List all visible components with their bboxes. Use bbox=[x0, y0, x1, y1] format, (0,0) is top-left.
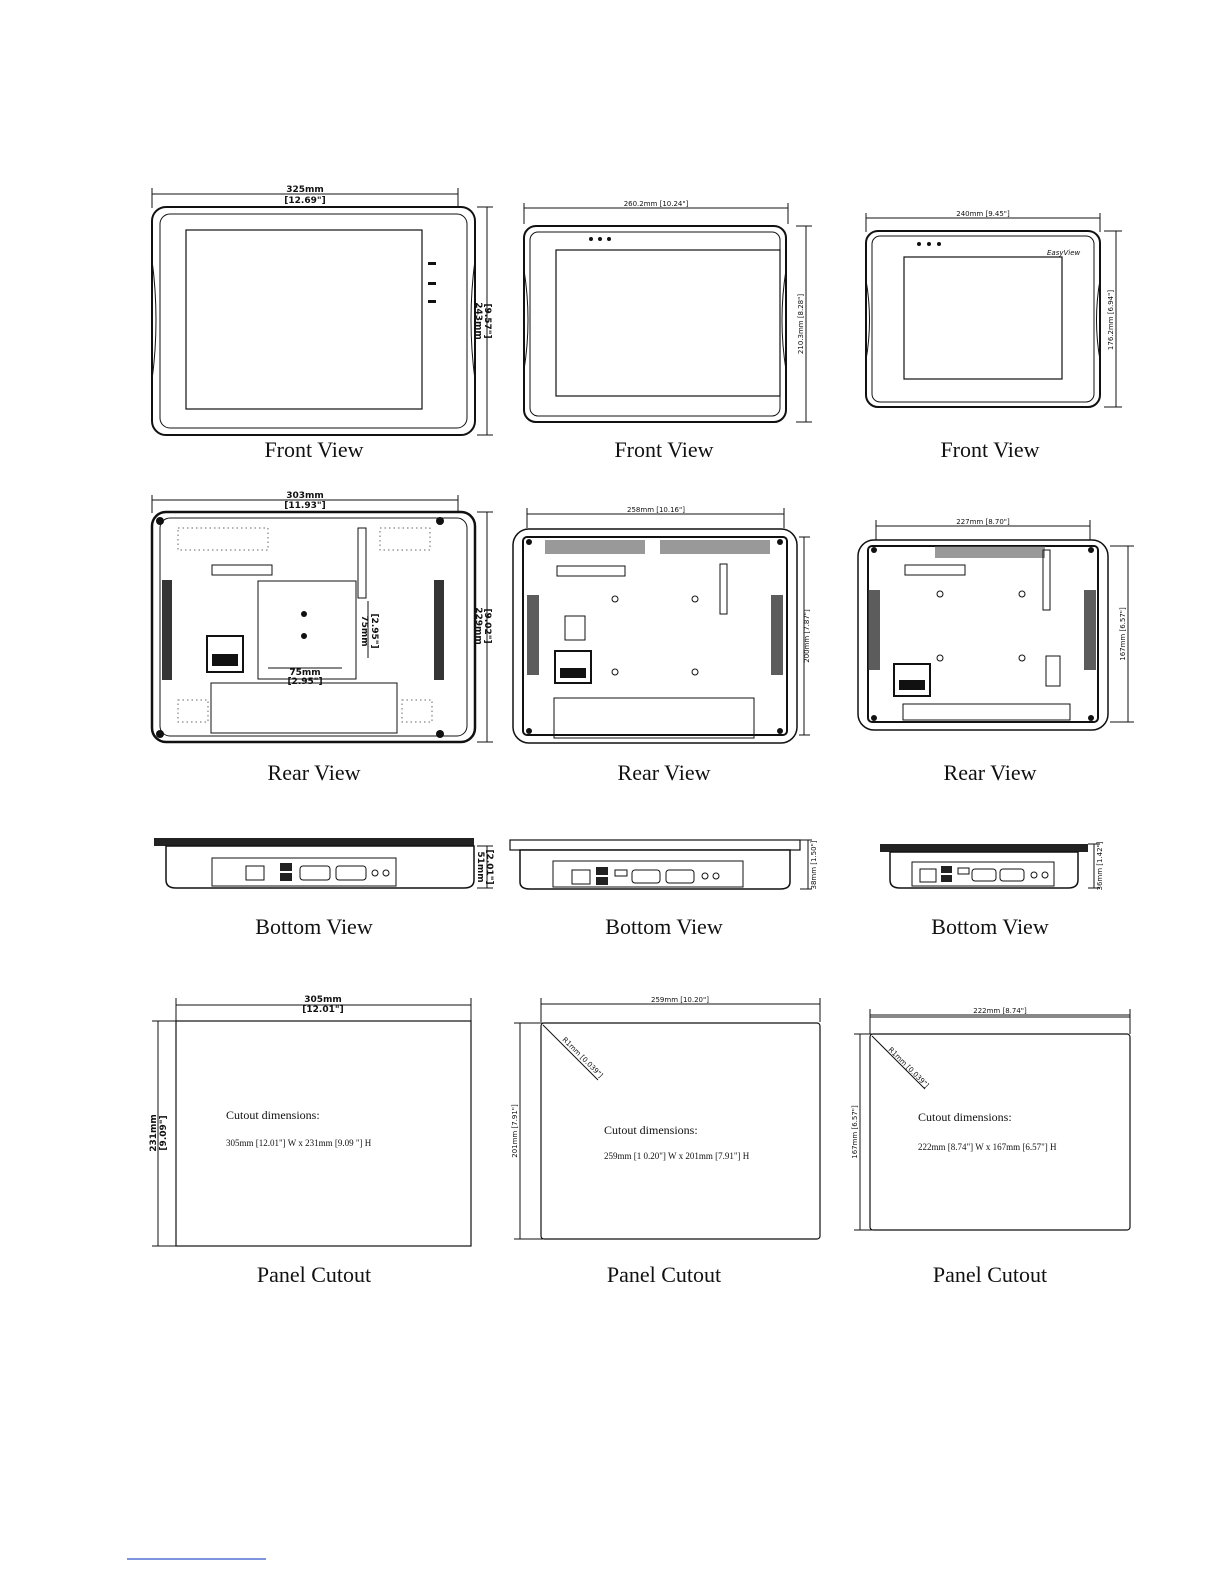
front-width-label: 260.2mm [10.24"] bbox=[624, 200, 689, 208]
cutout-width-label: 305mm bbox=[304, 995, 342, 1005]
front-width-label: 240mm [9.45"] bbox=[956, 210, 1010, 218]
vesa-vertical-label: 75mm bbox=[359, 615, 369, 646]
bottom-depth-label: 38mm [1.50"] bbox=[810, 840, 818, 889]
bottom-view-medium: 38mm [1.50"] Bottom View bbox=[509, 839, 818, 939]
cutout-dimensions-text: 259mm [1 0.20"] W x 201mm [7.91"] H bbox=[604, 1151, 750, 1161]
cutout-width-label: 259mm [10.20"] bbox=[651, 996, 709, 1004]
panel-cutout-caption: Panel Cutout bbox=[257, 1262, 371, 1287]
bottom-view-caption: Bottom View bbox=[931, 914, 1049, 939]
front-width-inch-label: [12.69"] bbox=[284, 196, 325, 206]
cutout-width-inch-label: [12.01"] bbox=[302, 1005, 343, 1015]
cutout-height-label: 231mm bbox=[149, 1114, 159, 1152]
rear-view-caption: Rear View bbox=[618, 760, 711, 785]
cutout-height-inch-label: [9.09"] bbox=[159, 1115, 169, 1150]
rear-view-caption: Rear View bbox=[944, 760, 1037, 785]
front-view-large: 325mm [12.69"] 243mm [9.57"] Front View bbox=[151, 185, 493, 462]
vent-slots-left bbox=[162, 580, 444, 680]
front-height-inch-label: [9.57"] bbox=[482, 303, 492, 338]
rear-height-label: 167mm [6.57"] bbox=[1119, 607, 1127, 661]
front-height-label: 176.2mm [6.94"] bbox=[1107, 290, 1115, 350]
cutout-width-label: 222mm [8.74"] bbox=[973, 1007, 1027, 1015]
rear-view-large: 303mm [11.93"] 75mm [2.95"] 75mm [2.95 bbox=[150, 491, 493, 785]
cutout-dimensions-text: 222mm [8.74"] W x 167mm [6.57"] H bbox=[918, 1142, 1057, 1152]
panel-cutout-large: 305mm [12.01"] 231mm [9.09"] Cutout dime… bbox=[149, 995, 472, 1287]
cutout-height-label: 201mm [7.91"] bbox=[511, 1104, 519, 1158]
front-width-label: 325mm bbox=[286, 185, 324, 195]
panel-cutout-caption: Panel Cutout bbox=[607, 1262, 721, 1287]
bottom-depth-label: 51mm bbox=[475, 851, 485, 882]
cutout-title: Cutout dimensions: bbox=[604, 1123, 698, 1137]
front-view-caption: Front View bbox=[614, 437, 713, 462]
front-view-small: 240mm [9.45"] EasyView 176.2mm [6.94"] F… bbox=[865, 210, 1122, 462]
bottom-view-caption: Bottom View bbox=[605, 914, 723, 939]
front-view-caption: Front View bbox=[940, 437, 1039, 462]
vesa-vertical-inch-label: [2.95"] bbox=[369, 613, 379, 648]
rear-width-inch-label: [11.93"] bbox=[284, 501, 325, 511]
cutout-title: Cutout dimensions: bbox=[918, 1110, 1012, 1124]
bottom-view-caption: Bottom View bbox=[255, 914, 373, 939]
bottom-view-small: 36mm [1.42"] Bottom View bbox=[880, 841, 1104, 939]
vesa-horizontal-inch-label: [2.95"] bbox=[287, 677, 322, 687]
brand-logo-text: EasyView bbox=[1047, 249, 1081, 257]
rear-width-label: 303mm bbox=[286, 491, 324, 501]
panel-cutout-caption: Panel Cutout bbox=[933, 1262, 1047, 1287]
rear-height-label: 200mm [7.87"] bbox=[803, 609, 811, 663]
cutout-height-label: 167mm [6.57"] bbox=[851, 1105, 859, 1159]
bottom-depth-label: 36mm [1.42"] bbox=[1096, 841, 1104, 890]
cutout-dimensions-text: 305mm [12.01"] W x 231mm [9.09 "] H bbox=[226, 1138, 372, 1148]
rear-height-inch-label: [9.02"] bbox=[482, 608, 492, 643]
front-height-label: 243mm bbox=[473, 302, 483, 340]
cutout-title: Cutout dimensions: bbox=[226, 1108, 320, 1122]
rear-view-medium: 258mm [10.16"] 200mm [7.87"] Rear View bbox=[512, 506, 811, 785]
panel-cutout-medium: 259mm [10.20"] 201mm [7.91"] R1mm [0.039… bbox=[511, 996, 821, 1287]
rear-view-caption: Rear View bbox=[268, 760, 361, 785]
panel-cutout-small: 222mm [8.74"] 167mm [6.57"] R1mm [0.039"… bbox=[851, 1007, 1131, 1287]
front-view-caption: Front View bbox=[264, 437, 363, 462]
bottom-view-large: 51mm [2.01"] Bottom View bbox=[154, 838, 494, 939]
vesa-horizontal-label: 75mm bbox=[289, 668, 320, 678]
bottom-depth-inch-label: [2.01"] bbox=[484, 849, 494, 884]
rear-width-label: 227mm [8.70"] bbox=[956, 518, 1010, 526]
front-height-label: 210.3mm [8.28"] bbox=[797, 294, 805, 354]
rear-view-small: 227mm [8.70"] 167mm [6.57"] Rear View bbox=[857, 518, 1134, 785]
front-view-medium: 260.2mm [10.24"] 210.3mm [8.28"] Front V… bbox=[523, 200, 812, 462]
rear-height-label: 229mm bbox=[473, 607, 483, 645]
rear-width-label: 258mm [10.16"] bbox=[627, 506, 685, 514]
